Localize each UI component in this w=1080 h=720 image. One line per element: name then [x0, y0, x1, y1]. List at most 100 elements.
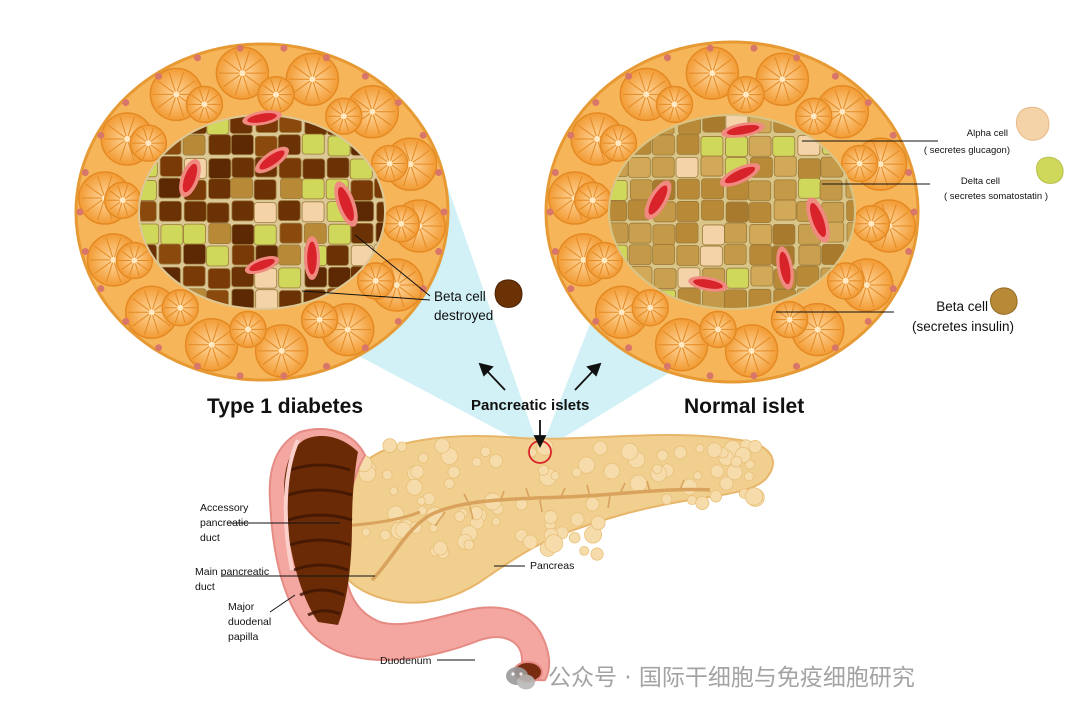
pancreas-lobule — [544, 534, 564, 553]
islet-cell — [255, 289, 279, 308]
pancreas-lobule — [488, 453, 503, 468]
islet-cell — [797, 158, 821, 180]
pancreas-lobule — [471, 457, 482, 468]
heading-normal-islet: Normal islet — [684, 395, 804, 418]
islet-cell — [231, 288, 255, 308]
islet-cell — [748, 288, 772, 308]
acinus — [103, 181, 142, 219]
acinus — [356, 262, 395, 300]
capillary-dot — [440, 208, 448, 216]
capillary-dot — [122, 317, 130, 325]
capillary-dot — [750, 372, 758, 380]
islet-cell — [328, 223, 352, 245]
capillary-dot — [831, 344, 839, 352]
acinus — [184, 317, 239, 372]
pancreas-lobule — [381, 469, 393, 481]
capillary-dot — [831, 72, 839, 80]
capillary-dot — [419, 285, 427, 293]
islet-cell — [773, 179, 797, 201]
beta-cell-swatch — [990, 287, 1018, 315]
label-alpha-cell-function: ( secretes glucagon) — [924, 145, 1010, 156]
islet-cell — [676, 178, 700, 200]
islet-cell — [301, 201, 325, 223]
normal-blood-vessels — [644, 122, 830, 292]
blood-vessel — [254, 146, 290, 174]
islet-cell — [376, 201, 384, 223]
capillary-dot — [592, 317, 600, 325]
islet-cell — [726, 267, 750, 289]
acinus — [161, 289, 199, 327]
islet-cell — [326, 245, 349, 266]
label-main-duct-1: Main pancreatic — [195, 566, 269, 578]
blood-vessel — [644, 180, 672, 220]
acinus — [795, 97, 833, 135]
capillary-dot — [394, 317, 402, 325]
capillary-dot — [435, 169, 443, 177]
blood-vessel — [304, 236, 320, 280]
islet-cell — [231, 134, 254, 156]
acinus — [727, 75, 765, 114]
delta-cell-swatch — [1036, 156, 1064, 184]
islet-cell — [651, 156, 675, 178]
type1-acinar-ring — [76, 44, 448, 380]
islet-cell — [772, 224, 796, 245]
acinus — [599, 124, 638, 162]
pancreas-lobule — [491, 517, 501, 527]
blood-vessel — [721, 122, 765, 138]
label-delta-cell: Delta cell — [961, 176, 1000, 187]
islet-cell — [773, 155, 797, 177]
islet-cell — [748, 180, 772, 202]
islet-cell — [652, 134, 675, 156]
islet-cell — [627, 156, 651, 178]
pancreas-lobule — [463, 539, 475, 551]
arrow-to-type1 — [487, 371, 506, 391]
islet-cell — [629, 179, 653, 201]
islet-cell — [277, 200, 301, 221]
islet-cell — [206, 202, 230, 224]
capillary-dot — [435, 247, 443, 255]
capillary-dot — [905, 169, 913, 177]
islet-cell — [326, 157, 350, 179]
islet-cell — [301, 133, 325, 155]
capillary-dot — [706, 372, 714, 380]
pancreas-lobule — [590, 547, 604, 561]
acinus — [300, 300, 339, 339]
capillary-dot — [193, 362, 201, 370]
islet-cell — [798, 244, 822, 266]
pancreas-lobule — [434, 437, 450, 454]
capillary-dot — [592, 99, 600, 107]
islet-cell — [675, 156, 699, 178]
pancreas-texture — [355, 437, 765, 561]
label-papilla-1: Major — [228, 601, 255, 613]
capillary-dot — [910, 208, 918, 216]
islet-cell — [723, 244, 747, 265]
islet-cell — [231, 200, 255, 222]
islet-cell — [183, 243, 206, 265]
duct-branches — [434, 479, 685, 527]
acinus — [215, 46, 270, 100]
pancreas-lobule — [396, 441, 408, 453]
islet-cell — [675, 222, 699, 244]
cone-type1 — [340, 188, 540, 452]
duodenum-highlight — [283, 439, 300, 571]
capillary-dot — [394, 99, 402, 107]
pancreas-lobule — [543, 510, 558, 525]
pancreas-lobule — [706, 442, 723, 458]
islet-cell — [700, 136, 724, 157]
capillary-dot — [625, 344, 633, 352]
capillary-dot — [122, 99, 130, 107]
islet-cell — [302, 158, 326, 180]
islet-cell — [159, 200, 182, 222]
acinus — [115, 241, 154, 280]
acinus — [631, 289, 669, 327]
capillary-dot — [864, 99, 872, 107]
acinus — [699, 310, 737, 349]
islet-cell — [628, 244, 652, 266]
acinus — [826, 262, 865, 300]
islet-cell — [724, 289, 748, 308]
islet-cell — [253, 202, 277, 224]
pancreas-lobule — [361, 527, 371, 537]
pancreas-lobule — [629, 474, 648, 493]
alpha-cell-swatch — [1015, 106, 1050, 141]
pancreas-lobule — [744, 487, 764, 506]
